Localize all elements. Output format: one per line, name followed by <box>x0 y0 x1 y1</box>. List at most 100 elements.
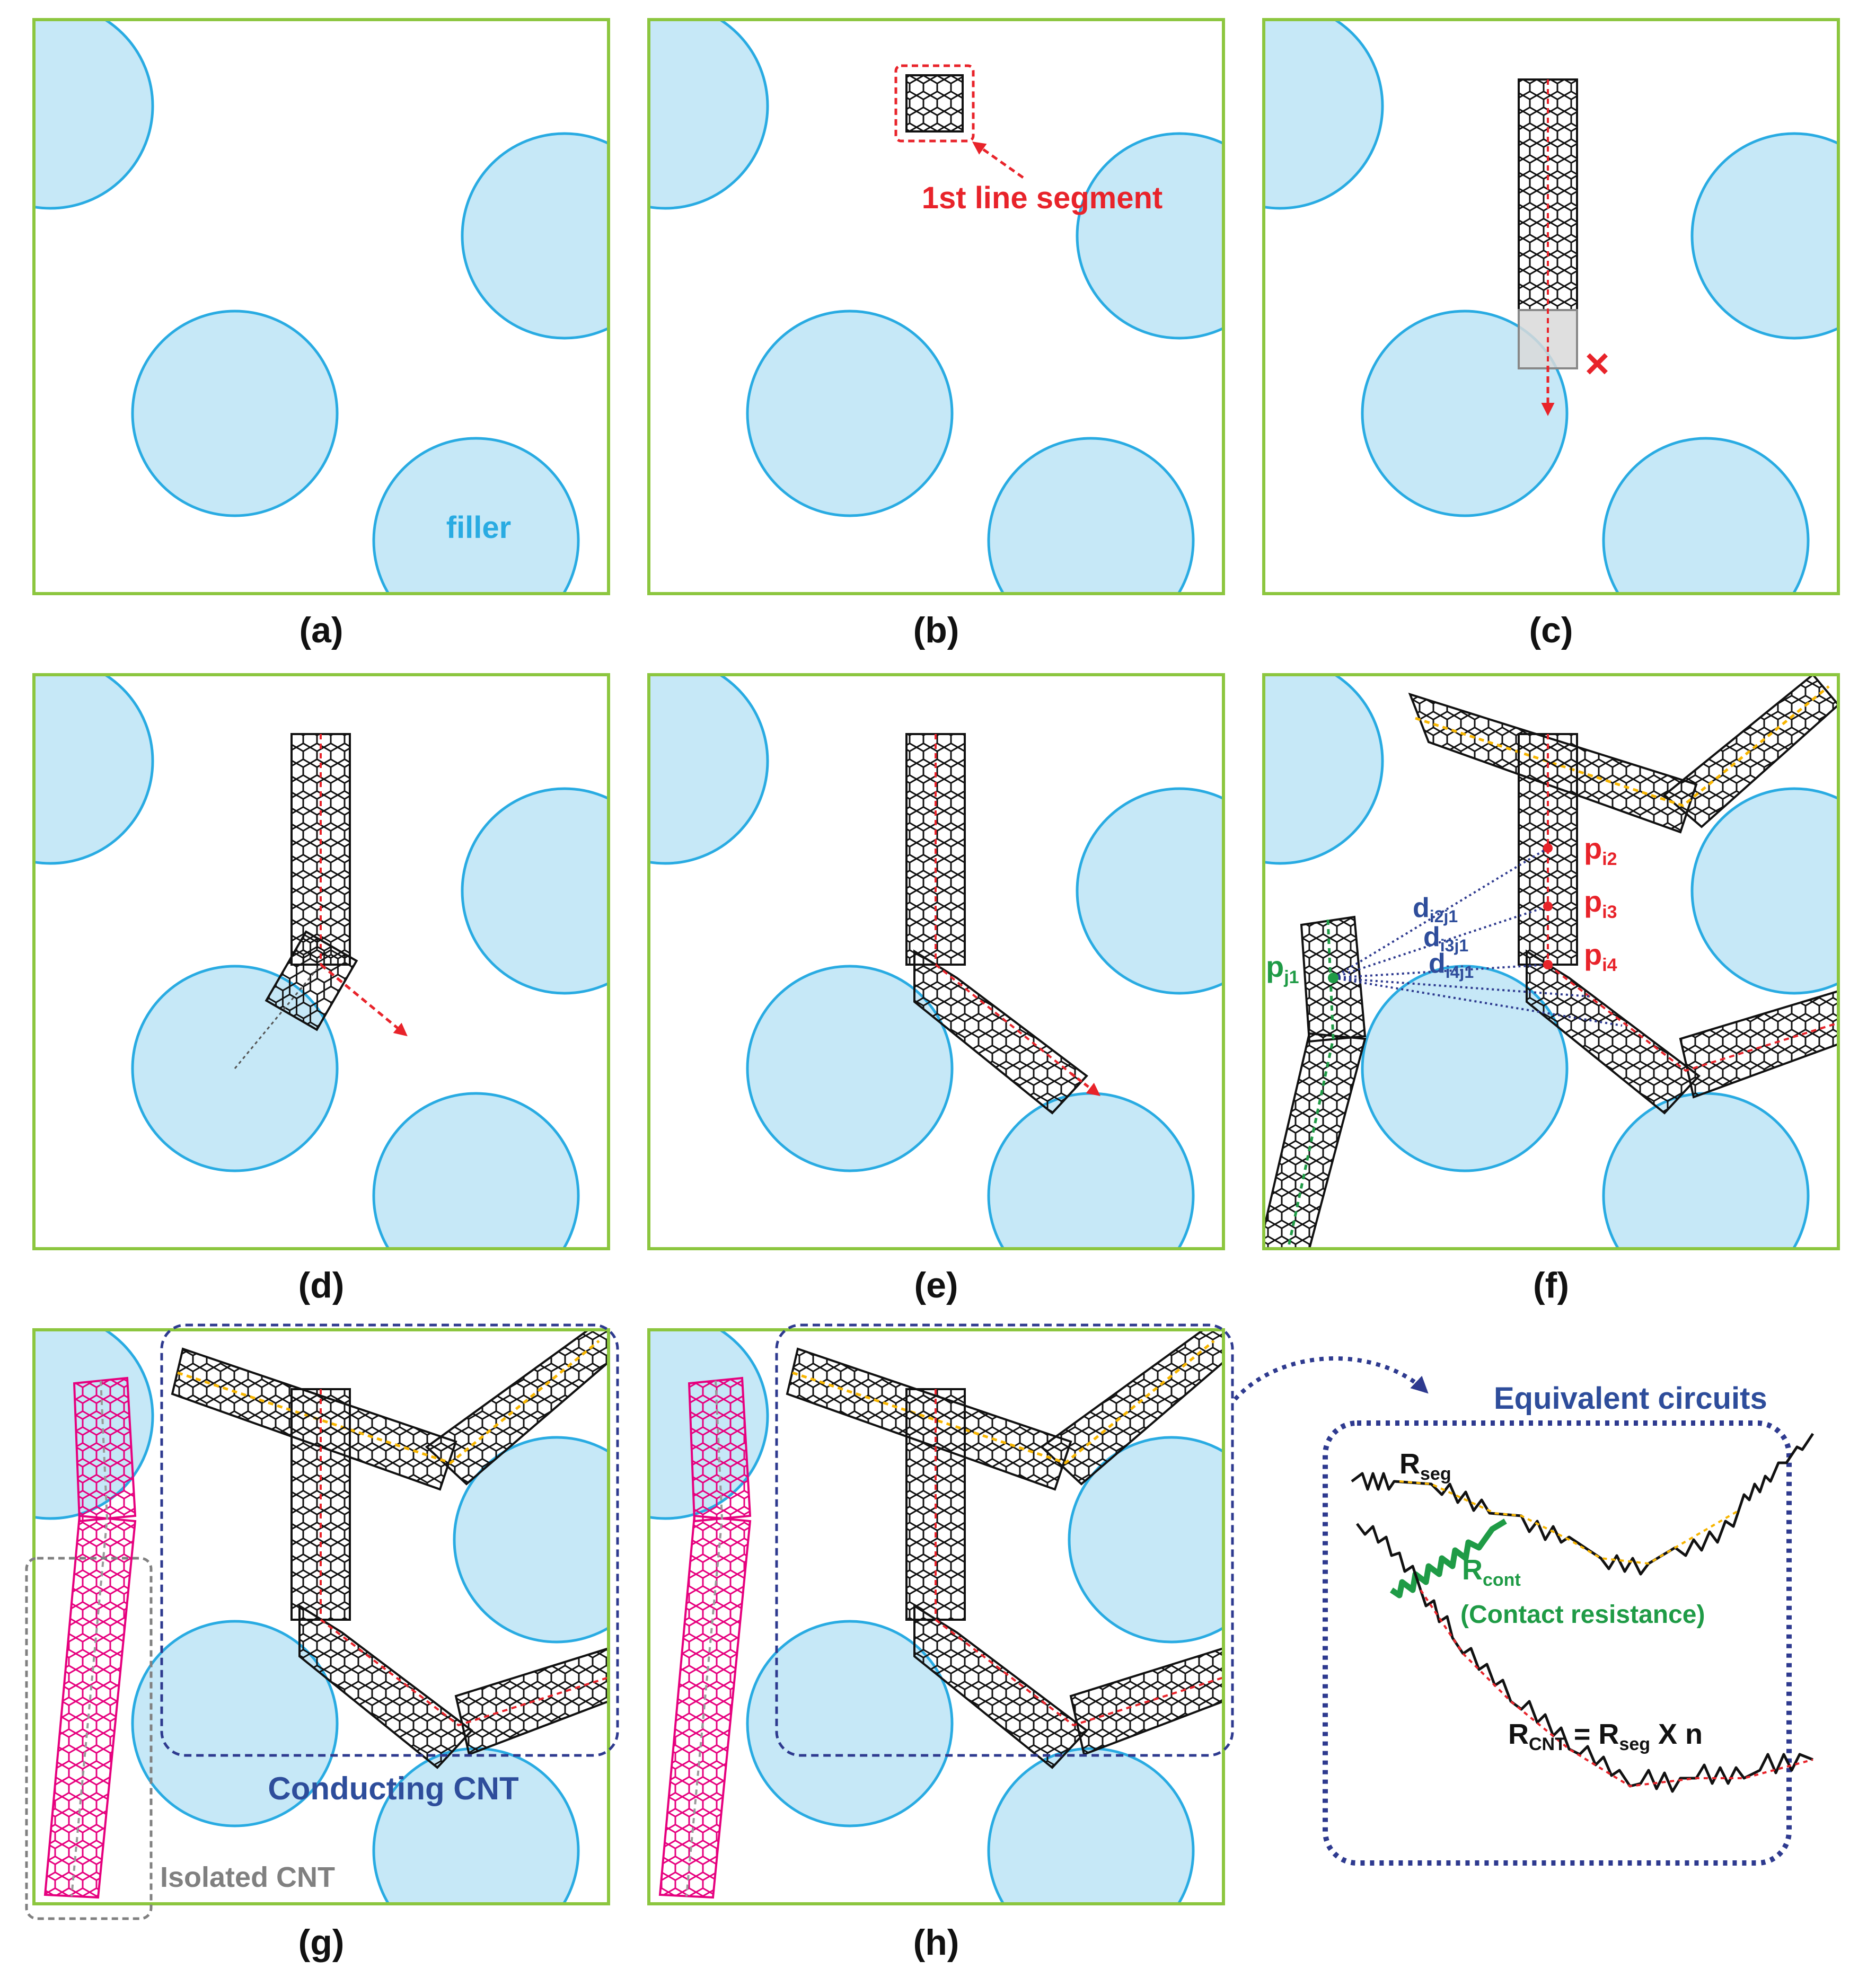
filler-circle <box>746 965 954 1172</box>
cnt-green <box>1264 1032 1367 1249</box>
growth-arrow <box>1070 1072 1100 1097</box>
filler-circle <box>34 20 154 210</box>
cnt-segment <box>905 74 964 133</box>
label-di3j1: di3j1 <box>1423 922 1468 955</box>
panel-frame <box>1262 18 1840 595</box>
filler-circle <box>34 675 154 865</box>
filler-circle <box>131 310 339 517</box>
cnt-bent-segment <box>913 1604 1088 1769</box>
cnt-bent-segment <box>1526 949 1701 1115</box>
panel-frame <box>647 1328 1225 1905</box>
panel-caption: (a) <box>299 610 343 650</box>
contact-resistor <box>1389 1518 1507 1599</box>
panel-caption: (f) <box>1533 1265 1569 1305</box>
label-pi4: pi4 <box>1584 938 1617 975</box>
filler-circle <box>649 675 769 865</box>
filler-circle <box>987 437 1195 594</box>
label-pi2: pi2 <box>1584 832 1617 869</box>
panel-d: (d) <box>32 673 610 1305</box>
filler-circle <box>1690 787 1838 995</box>
conducting-cnt-box <box>160 1323 619 1757</box>
cnt-axis-green <box>1287 919 1335 1249</box>
filler-circle <box>1264 675 1384 865</box>
r-cnt-formula: RCNT = Rseg X n <box>1508 1718 1703 1754</box>
panel-frame <box>32 18 610 595</box>
cnt-bent-segment <box>1679 990 1838 1099</box>
pointer-arrow <box>972 142 1024 179</box>
panel-f: pi2 pi3 pi4 pj1 di2j1 di3j1 di4j1 (f) <box>1262 673 1840 1305</box>
distance-lines <box>1332 847 1623 1027</box>
reject-mark: × <box>1585 340 1610 387</box>
label-di4j1: di4j1 <box>1429 948 1474 982</box>
cnt-orange <box>1662 675 1838 828</box>
filler-circle <box>461 787 609 995</box>
isolated-cnt-axis <box>71 1380 109 1897</box>
isolated-cnt-axis <box>685 1380 724 1897</box>
label-pi3: pi3 <box>1584 885 1617 922</box>
point-pi2 <box>1543 843 1553 853</box>
filler-circle <box>1361 310 1569 517</box>
panel-e: (e) <box>647 673 1225 1305</box>
cnt-axis-orange <box>1415 685 1830 807</box>
panel-frame <box>647 673 1225 1250</box>
cnt-axis <box>320 1619 609 1727</box>
segment-highlight-box <box>894 64 975 143</box>
filler-circle <box>372 1092 580 1249</box>
resistor-chain-seg <box>1351 1433 1815 1576</box>
cnt-axis <box>935 964 1072 1074</box>
filler-circle <box>649 20 769 210</box>
new-segment <box>265 930 358 1031</box>
point-pi3 <box>1543 902 1553 911</box>
filler-circle <box>987 1092 1195 1249</box>
filler-circle <box>1690 132 1838 340</box>
point-pj1 <box>1328 973 1338 983</box>
resistor-chain-seg-accent <box>1399 1480 1740 1565</box>
filler-circle <box>372 437 580 594</box>
panel-frame <box>32 1328 610 1905</box>
cnt-axis <box>935 1619 1223 1727</box>
first-segment-label: 1st line segment <box>922 181 1162 215</box>
r-cont-label: Rcont <box>1462 1554 1521 1590</box>
isolated-cnt-label: Isolated CNT <box>160 1861 335 1893</box>
link-arrow <box>1234 1356 1429 1401</box>
panel-caption: (d) <box>298 1265 345 1305</box>
filler-circle <box>131 1620 339 1827</box>
filler-circle <box>461 132 609 340</box>
panel-b: 1st line segment (b) <box>647 18 1225 650</box>
panel-caption: (h) <box>913 1922 959 1963</box>
panel-a: filler (a) <box>32 18 610 650</box>
cnt-axis-orange <box>177 1340 600 1464</box>
panel-caption: (g) <box>298 1922 345 1963</box>
panel-caption: (e) <box>914 1265 958 1305</box>
filler-circle <box>1076 132 1223 340</box>
point-pi4 <box>1543 960 1553 969</box>
panel-c: × (c) <box>1262 18 1840 650</box>
filler-circle <box>1264 20 1384 210</box>
conducting-cnt-label: Conducting CNT <box>268 1771 518 1806</box>
filler-circle <box>1602 437 1810 594</box>
resistor-chain-cnt <box>1356 1523 1813 1793</box>
filler-circle <box>746 1620 954 1827</box>
equivalent-circuits: Equivalent circuits Rseg Rcont (Contact … <box>1234 1356 1815 1866</box>
filler-circle <box>746 310 954 517</box>
filler-circle <box>987 1747 1195 1904</box>
cnt-axis <box>1547 964 1838 1072</box>
filler-circle <box>1076 787 1223 995</box>
conducting-cnt-box <box>775 1323 1234 1757</box>
filler-label: filler <box>446 510 512 545</box>
filler-circle <box>453 1436 609 1644</box>
filler-circle <box>1361 965 1569 1172</box>
resistor-chain-cnt-accent <box>1420 1589 1813 1788</box>
panel-g: Conducting CNT Isolated CNT (g) <box>25 1323 619 1963</box>
panel-h: (h) <box>647 1323 1234 1963</box>
contact-resistance-label: (Contact resistance) <box>1460 1601 1705 1629</box>
filler-circle <box>1602 1092 1810 1249</box>
label-di2j1: di2j1 <box>1413 893 1458 926</box>
panel-frame <box>32 673 610 1250</box>
cnt-bent-segment <box>298 1604 473 1769</box>
panel-caption: (b) <box>913 610 959 650</box>
circuit-box <box>1323 1420 1792 1866</box>
equivalent-circuits-title: Equivalent circuits <box>1494 1381 1767 1416</box>
cnt-axis-orange <box>792 1340 1215 1464</box>
